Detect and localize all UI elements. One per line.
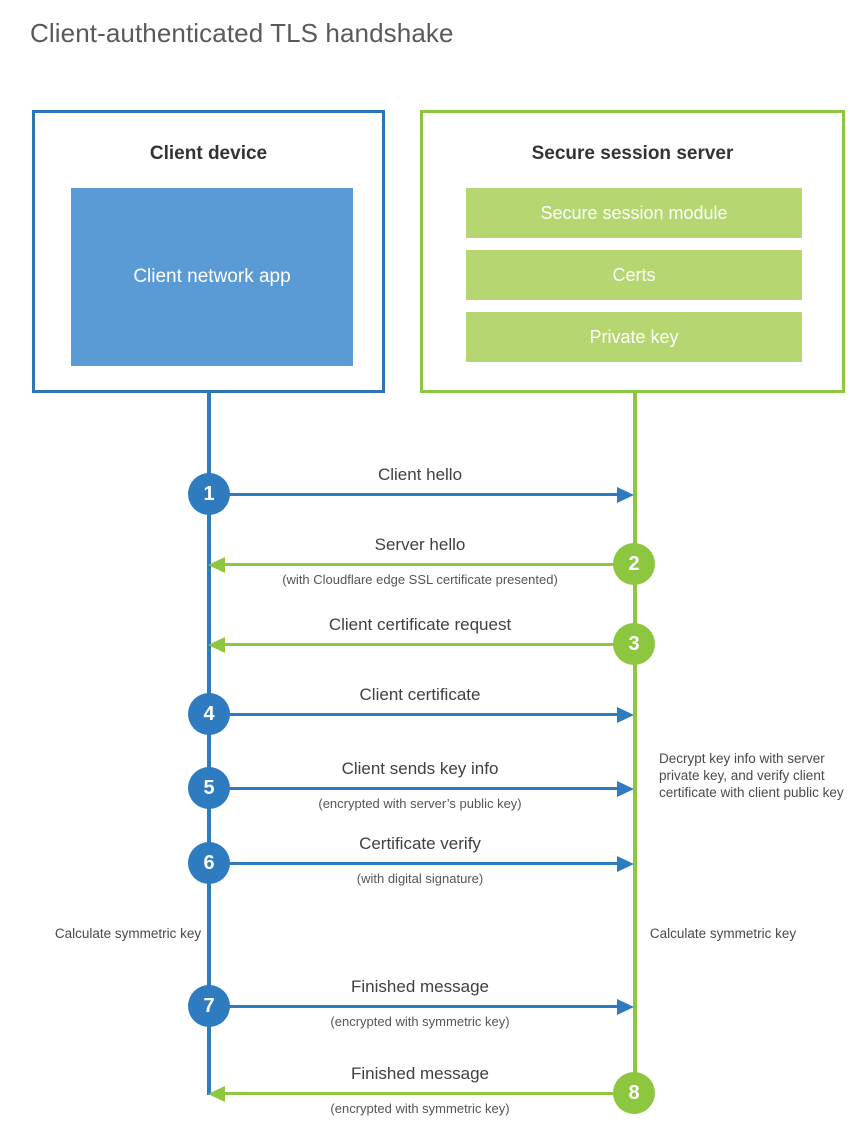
calculate-symmetric-key-client-note: Calculate symmetric key (54, 926, 202, 941)
arrow-right-icon (617, 856, 634, 872)
client-device-title: Client device (149, 143, 268, 164)
message-label-7: Finished message (351, 977, 489, 996)
message-line-5 (209, 787, 627, 790)
message-sub-7: (encrypted with symmetric key) (330, 1014, 510, 1029)
arrow-right-icon (617, 707, 634, 723)
server-bar-secure-session-module: Secure session module (466, 188, 802, 238)
message-line-4 (209, 713, 627, 716)
secure-session-server-title: Secure session server (531, 143, 734, 164)
step-circle-6: 6 (188, 842, 230, 884)
message-label-1: Client hello (377, 465, 463, 484)
message-line-8 (212, 1092, 632, 1095)
arrow-left-icon (208, 1086, 225, 1102)
page-title: Client-authenticated TLS handshake (30, 18, 454, 48)
step-circle-1: 1 (188, 473, 230, 515)
message-label-6: Certificate verify (359, 834, 481, 853)
calculate-symmetric-key-server-note: Calculate symmetric key (649, 926, 797, 941)
server-decrypt-note: Decrypt key info with server private key… (659, 751, 844, 800)
message-line-2 (212, 563, 632, 566)
message-sub-8: (encrypted with symmetric key) (330, 1101, 510, 1116)
client-lifeline (207, 393, 211, 1095)
server-bar-private-key: Private key (466, 312, 802, 362)
server-lifeline (633, 393, 637, 1095)
message-label-8: Finished message (351, 1064, 489, 1083)
arrow-right-icon (617, 999, 634, 1015)
message-label-4: Client certificate (359, 685, 481, 704)
message-sub-2: (with Cloudflare edge SSL certificate pr… (282, 572, 558, 587)
message-line-6 (209, 862, 627, 865)
arrow-right-icon (617, 781, 634, 797)
secure-session-server-box: Secure session server Secure session mod… (420, 110, 845, 393)
step-circle-5: 5 (188, 767, 230, 809)
client-network-app-box: Client network app (71, 188, 353, 366)
message-sub-6: (with digital signature) (356, 871, 484, 886)
arrow-right-icon (617, 487, 634, 503)
message-line-3 (212, 643, 632, 646)
step-circle-4: 4 (188, 693, 230, 735)
step-circle-3: 3 (613, 623, 655, 665)
message-line-7 (209, 1005, 627, 1008)
message-line-1 (209, 493, 627, 496)
step-circle-7: 7 (188, 985, 230, 1027)
message-label-3: Client certificate request (328, 615, 512, 634)
client-device-box: Client device Client network app (32, 110, 385, 393)
message-label-2: Server hello (374, 535, 466, 554)
arrow-left-icon (208, 557, 225, 573)
server-bar-certs: Certs (466, 250, 802, 300)
step-circle-2: 2 (613, 543, 655, 585)
message-sub-5: (encrypted with server’s public key) (318, 796, 522, 811)
message-label-5: Client sends key info (341, 759, 499, 778)
step-circle-8: 8 (613, 1072, 655, 1114)
arrow-left-icon (208, 637, 225, 653)
